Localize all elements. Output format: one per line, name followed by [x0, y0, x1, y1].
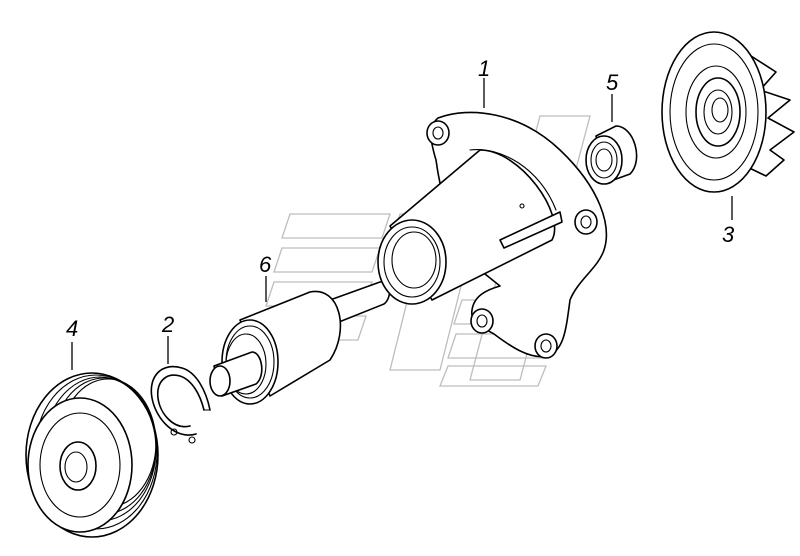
seal-part [585, 125, 638, 185]
leader-lines [71, 78, 733, 370]
shaft-bearing-part [209, 281, 391, 405]
callout-3: 3 [722, 222, 735, 247]
callout-1: 1 [478, 56, 490, 81]
callout-5: 5 [606, 70, 619, 95]
impeller-part [661, 31, 795, 193]
pulley-part [25, 372, 159, 538]
callout-4: 4 [66, 316, 78, 341]
retaining-ring-part [150, 365, 211, 444]
callout-6: 6 [259, 252, 272, 277]
pump-housing-part [377, 111, 608, 359]
callout-2: 2 [161, 312, 174, 337]
callout-labels: 1 2 3 4 5 6 [66, 56, 735, 341]
